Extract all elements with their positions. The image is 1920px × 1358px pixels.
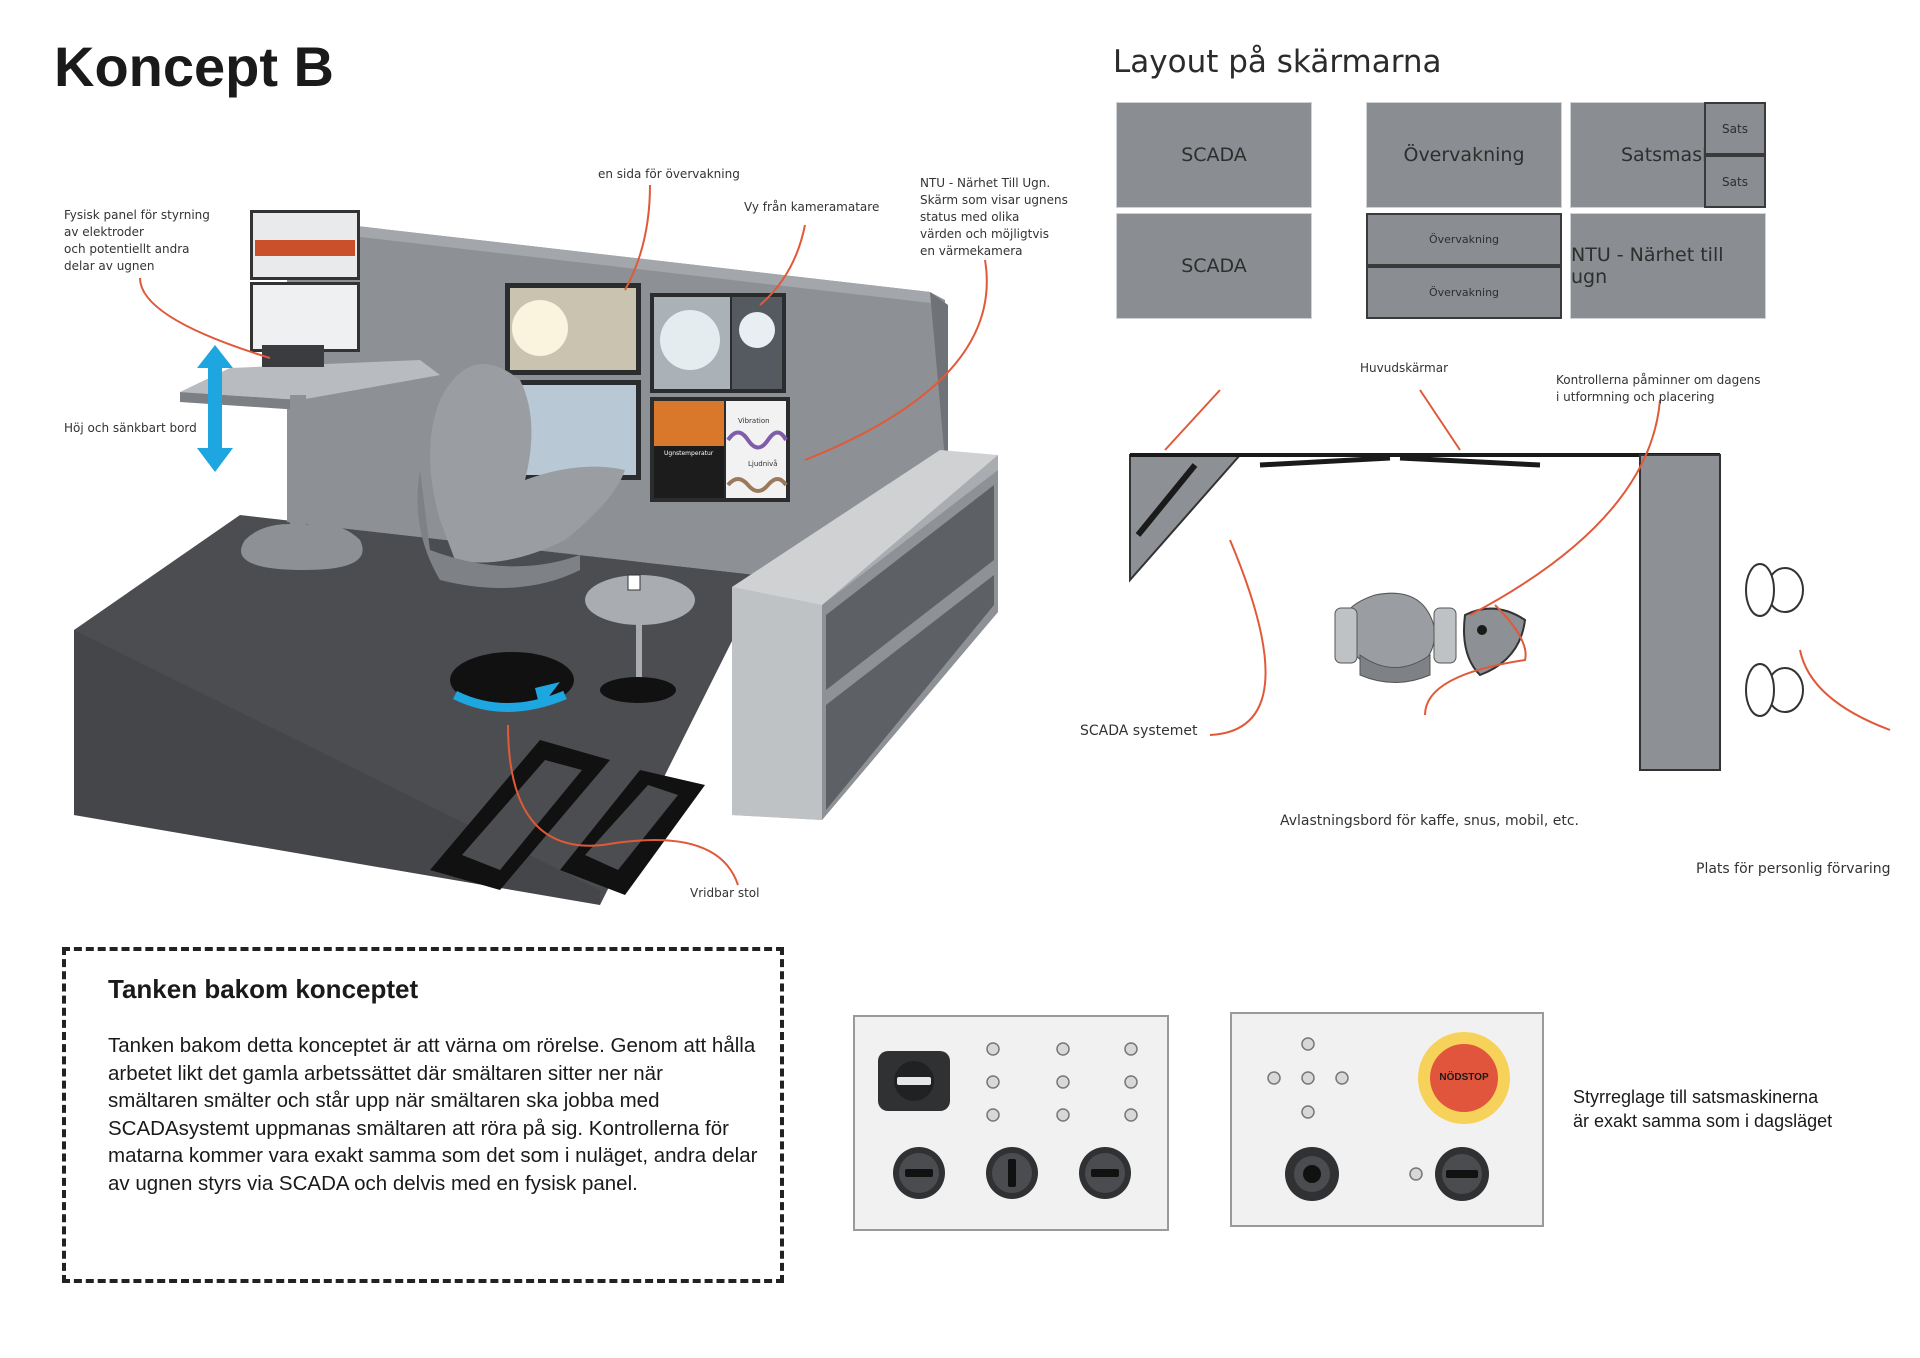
screen-scada-2: SCADA <box>1116 213 1312 319</box>
screen-overvakning-bottom: Övervakning <box>1366 266 1562 319</box>
control-panel-left <box>853 1015 1169 1231</box>
scene-annotation-arrows <box>139 184 988 886</box>
label-kontrollerna: Kontrollerna påminner om dagens i utform… <box>1556 373 1761 404</box>
monitor-vibration-text: Vibration <box>738 417 770 425</box>
label-scada-systemet: SCADA systemet <box>1080 723 1198 739</box>
concept-box <box>62 947 784 1283</box>
concept-heading: Tanken bakom konceptet <box>108 974 419 1004</box>
label-ntu-desc: NTU - Närhet Till Ugn. Skärm som visar u… <box>920 176 1068 258</box>
concept-body: Tanken bakom detta konceptet är att värn… <box>108 1034 758 1195</box>
label-vy-kamera: Vy från kameramatare <box>744 200 880 214</box>
label-sida-overvakning: en sida för övervakning <box>598 167 740 181</box>
screen-sats-2: Sats <box>1704 155 1766 208</box>
monitor-ljudniva-text: Ljudnivå <box>748 460 778 468</box>
screen-scada-1: SCADA <box>1116 102 1312 208</box>
page-title: Koncept B <box>54 35 334 98</box>
panel-note: Styrreglage till satsmaskinerna är exakt… <box>1573 1087 1833 1131</box>
floor-plan <box>1129 389 1891 771</box>
screen-sats-1: Sats <box>1704 102 1766 155</box>
control-panel-right: NÖDSTOP <box>1230 1012 1544 1227</box>
label-huvudskarmar: Huvudskärmar <box>1360 361 1448 375</box>
monitor-ugnstemp-text: Ugnstemperatur <box>664 450 714 457</box>
label-vridbar-stol: Vridbar stol <box>690 886 760 900</box>
workstation-illustration <box>74 210 998 905</box>
label-hoj-sank: Höj och sänkbart bord <box>64 421 197 435</box>
screen-ntu: NTU - Närhet till ugn <box>1570 213 1766 319</box>
label-fysisk-panel: Fysisk panel för styrning av elektroder … <box>64 208 210 273</box>
screen-overvakning: Övervakning <box>1366 102 1562 208</box>
layout-title: Layout på skärmarna <box>1113 44 1442 80</box>
screen-overvakning-top: Övervakning <box>1366 213 1562 266</box>
nodstop-button-label: NÖDSTOP <box>1439 1072 1489 1083</box>
label-avlastningsbord: Avlastningsbord för kaffe, snus, mobil, … <box>1280 813 1579 829</box>
label-personlig-forvaring: Plats för personlig förvaring <box>1696 861 1891 877</box>
